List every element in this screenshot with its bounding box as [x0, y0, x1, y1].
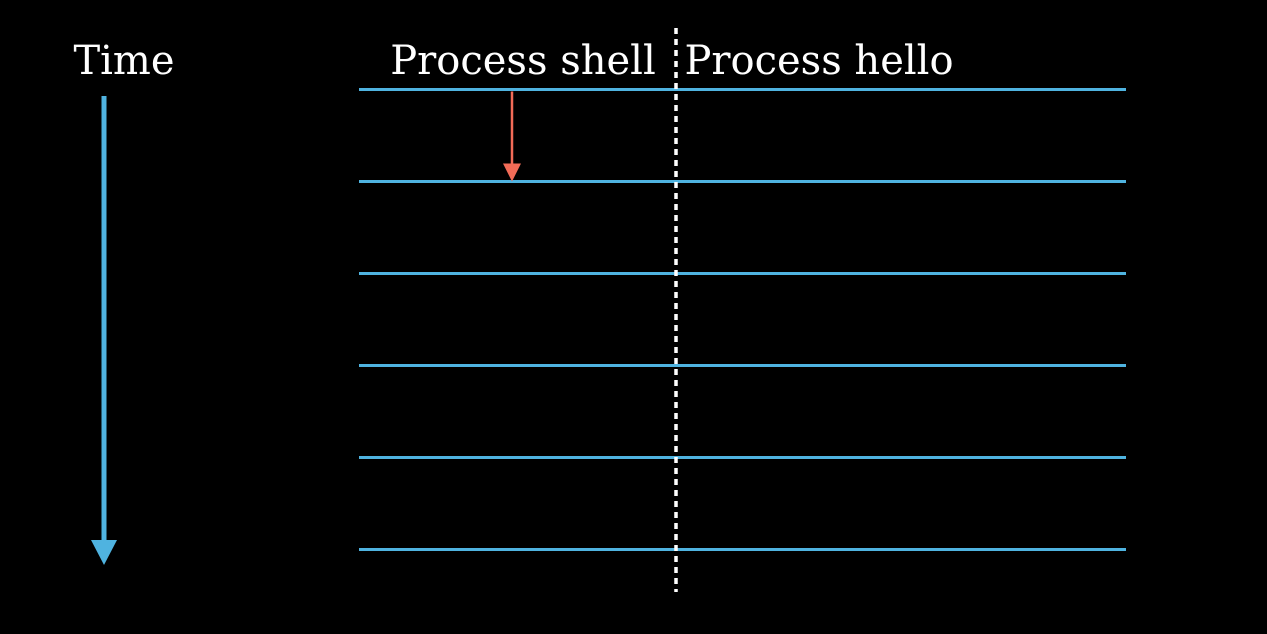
event-arrowhead [503, 163, 521, 182]
event-arrows [503, 91, 521, 182]
time-label: Time [73, 38, 174, 84]
time-axis-arrowhead [91, 540, 117, 565]
process-shell-label: Process shell [390, 38, 656, 84]
process-hello-label: Process hello [684, 38, 953, 84]
timeline-lines [359, 88, 1126, 551]
